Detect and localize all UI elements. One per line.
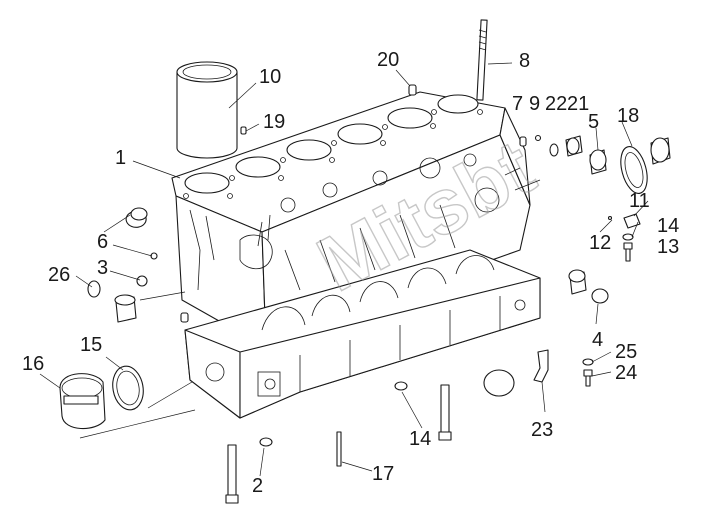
oil-jet-part bbox=[533, 349, 549, 383]
callout-labels: 1 2 3 4 5 6 7 8 9 10 11 12 13 14 14 15 1… bbox=[22, 49, 679, 497]
callout-10: 10 bbox=[259, 66, 281, 88]
right-side-small-parts bbox=[519, 134, 671, 194]
callout-20: 20 bbox=[377, 49, 399, 71]
bracket-bolt-parts bbox=[607, 213, 641, 262]
callout-12: 12 bbox=[589, 232, 611, 254]
thrust-bearing-part bbox=[59, 373, 106, 430]
small-pin-part bbox=[240, 126, 247, 135]
main-bearing-bolts bbox=[225, 381, 452, 504]
callout-3: 3 bbox=[97, 257, 108, 279]
left-plugs bbox=[87, 207, 189, 323]
callout-5: 5 bbox=[588, 111, 599, 133]
callout-24: 24 bbox=[615, 362, 637, 384]
callout-19: 19 bbox=[263, 111, 285, 133]
seal-ring-part bbox=[112, 365, 144, 411]
small-bolt-parts bbox=[582, 358, 594, 387]
callout-6: 6 bbox=[97, 231, 108, 253]
dowel-pin-part bbox=[408, 84, 417, 96]
callout-25: 25 bbox=[615, 341, 637, 363]
callout-14-upper: 14 bbox=[657, 215, 679, 237]
callout-26: 26 bbox=[48, 264, 70, 286]
callout-14-lower: 14 bbox=[409, 428, 431, 450]
long-stud-part bbox=[476, 19, 488, 101]
callout-11: 11 bbox=[629, 190, 650, 212]
callout-23: 23 bbox=[531, 419, 553, 441]
cylinder-block bbox=[171, 91, 531, 331]
crankcase-bedplate bbox=[184, 249, 541, 419]
callout-21: 21 bbox=[567, 93, 589, 115]
bore-plugs bbox=[483, 269, 609, 397]
leader-lines bbox=[39, 62, 649, 477]
callout-16: 16 bbox=[22, 353, 44, 375]
callout-9: 9 bbox=[529, 93, 540, 115]
callout-1: 1 bbox=[115, 147, 126, 169]
callout-7: 7 bbox=[512, 93, 523, 115]
callout-13: 13 bbox=[657, 236, 679, 258]
callout-4: 4 bbox=[592, 329, 603, 351]
callout-18: 18 bbox=[617, 105, 639, 127]
callout-17: 17 bbox=[372, 463, 394, 485]
callout-15: 15 bbox=[80, 334, 102, 356]
callout-2: 2 bbox=[252, 475, 263, 497]
callout-8: 8 bbox=[519, 50, 530, 72]
callout-22: 22 bbox=[545, 93, 567, 115]
cylinder-liner-part bbox=[176, 61, 238, 159]
